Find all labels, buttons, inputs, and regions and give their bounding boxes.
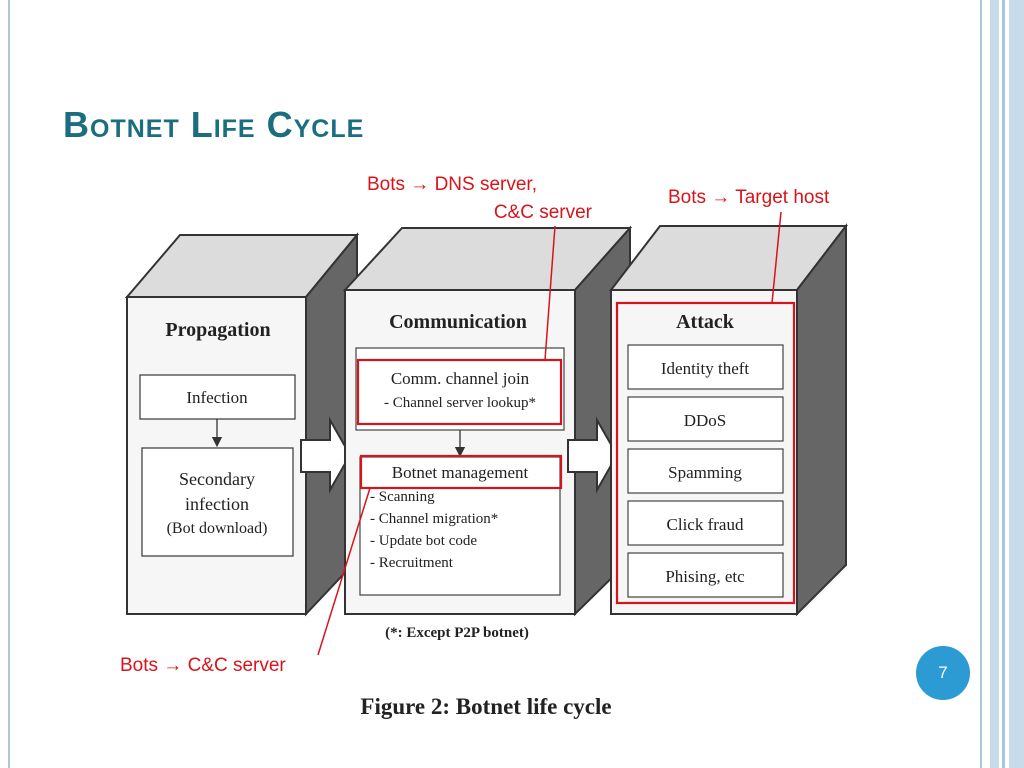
slide-title: Botnet Life Cycle bbox=[63, 104, 365, 145]
flow-arrow-1 bbox=[300, 416, 352, 494]
footnote: (*: Except P2P botnet) bbox=[385, 625, 529, 641]
click-fraud-box bbox=[627, 500, 784, 546]
page-number-badge: 7 bbox=[916, 646, 970, 700]
scanning-item: - Scanning bbox=[370, 489, 435, 505]
botnet-management-box bbox=[359, 456, 561, 596]
attack-title: Attack bbox=[676, 311, 735, 333]
communication-block: Communication Comm. channel join - Chann… bbox=[342, 225, 633, 617]
dns-annotation-line1: Bots → DNS server, bbox=[367, 174, 537, 195]
ddos-label: DDoS bbox=[684, 411, 727, 430]
recruitment-item: - Recruitment bbox=[370, 555, 454, 571]
attack-highlight bbox=[615, 301, 796, 605]
identity-theft-label: Identity theft bbox=[661, 359, 750, 378]
dns-leader-line bbox=[544, 225, 556, 361]
update-bot-code-item: - Update bot code bbox=[370, 533, 477, 549]
phising-box bbox=[627, 552, 784, 598]
cc-annotation: Bots → C&C server bbox=[120, 655, 286, 676]
infection-label: Infection bbox=[186, 388, 248, 407]
attack-block: Attack Identity theft DDoS Spamming Clic… bbox=[608, 223, 849, 617]
target-annotation: Bots → Target host bbox=[668, 187, 830, 208]
ddos-box bbox=[627, 396, 784, 442]
comm-channel-box bbox=[355, 347, 565, 431]
propagation-block: Propagation Infection Secondary infectio… bbox=[124, 232, 360, 617]
dns-annotation-line2: C&C server bbox=[494, 202, 593, 223]
infection-sublabel: infection bbox=[185, 494, 249, 514]
botnet-management-label: Botnet management bbox=[392, 463, 529, 482]
botnet-management-highlight bbox=[359, 454, 563, 490]
communication-title: Communication bbox=[389, 311, 527, 333]
figure-caption: Figure 2: Botnet life cycle bbox=[360, 694, 611, 719]
propagation-title: Propagation bbox=[165, 319, 270, 341]
infection-box bbox=[139, 374, 296, 420]
secondary-infection-box bbox=[141, 447, 294, 557]
bot-download-label: (Bot download) bbox=[167, 520, 268, 537]
comm-channel-highlight bbox=[356, 358, 563, 426]
right-frame-stripes bbox=[976, 0, 1024, 768]
flow-arrow-2 bbox=[567, 416, 619, 494]
spamming-box bbox=[627, 448, 784, 494]
phising-label: Phising, etc bbox=[665, 567, 745, 586]
click-fraud-label: Click fraud bbox=[667, 515, 744, 534]
target-leader-line bbox=[771, 211, 782, 304]
identity-theft-box bbox=[627, 344, 784, 390]
cc-leader-line bbox=[317, 487, 371, 656]
secondary-label: Secondary bbox=[179, 469, 255, 489]
spamming-label: Spamming bbox=[668, 463, 742, 482]
left-frame-line bbox=[8, 0, 10, 768]
comm-channel-join-label: Comm. channel join bbox=[391, 369, 530, 388]
channel-migration-item: - Channel migration* bbox=[370, 511, 498, 527]
channel-server-lookup-label: - Channel server lookup* bbox=[384, 395, 536, 411]
